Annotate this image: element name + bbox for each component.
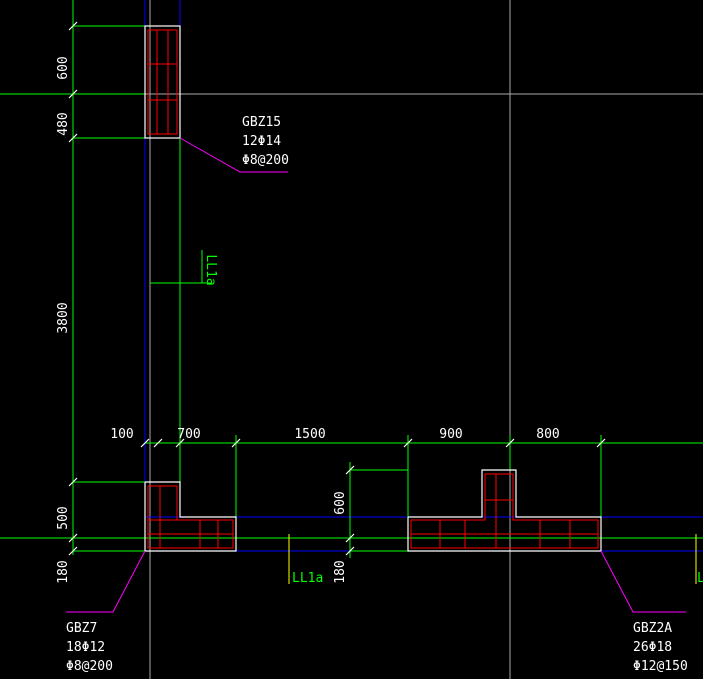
gbz15-name: GBZ15 [242, 115, 281, 130]
beam-label-right-edge: L [697, 571, 703, 586]
dim-left-480: 480 [56, 112, 71, 135]
column-gbz2a[interactable] [407, 469, 602, 552]
column-gbz15[interactable] [144, 25, 181, 139]
dim-left-600: 600 [56, 56, 71, 79]
gbz2a-stirrup: Φ12@150 [633, 659, 688, 674]
dim-top-800: 800 [536, 427, 559, 442]
gbz2a-rebar: 26Φ18 [633, 640, 672, 655]
gbz7-rebar: 18Φ12 [66, 640, 105, 655]
dim-top-900: 900 [439, 427, 462, 442]
beam-markers [288, 534, 697, 584]
beam-label-vertical: LL1a [203, 254, 218, 285]
dim-left-500: 500 [56, 506, 71, 529]
gbz7-name: GBZ7 [66, 621, 97, 636]
dim-mid-600: 600 [333, 491, 348, 514]
dimension-ticks [68, 21, 606, 556]
dim-top-700: 700 [177, 427, 200, 442]
gbz7-stirrup: Φ8@200 [66, 659, 113, 674]
leader-lines [66, 137, 686, 613]
dim-left-3800: 3800 [56, 302, 71, 333]
dim-left-180: 180 [56, 560, 71, 583]
dimension-lines [0, 0, 703, 558]
dim-mid-180: 180 [333, 560, 348, 583]
gbz15-stirrup: Φ8@200 [242, 153, 289, 168]
wall-axis-lines [144, 0, 703, 552]
gbz2a-name: GBZ2A [633, 621, 672, 636]
gbz15-rebar: 12Φ14 [242, 134, 281, 149]
dim-top-100: 100 [110, 427, 133, 442]
dim-top-1500: 1500 [294, 427, 325, 442]
beam-label-horizontal: LL1a [292, 571, 323, 586]
